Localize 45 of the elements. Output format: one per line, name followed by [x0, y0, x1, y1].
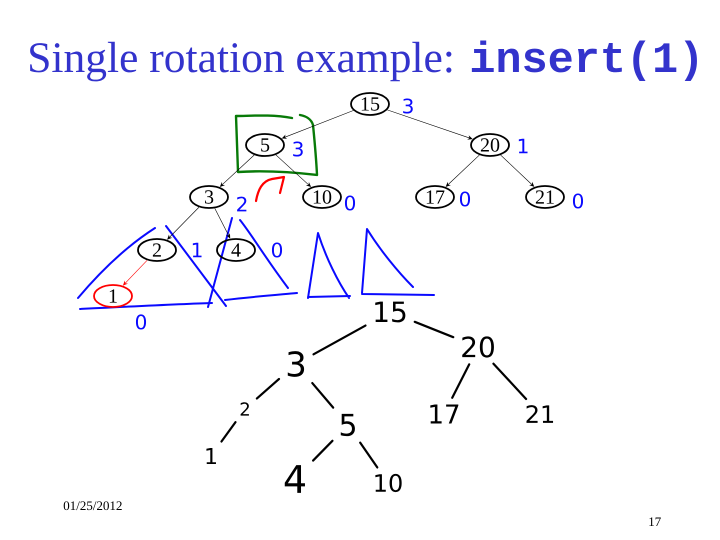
ellipse-node: 3	[189, 185, 229, 209]
node-number: 4	[284, 465, 305, 493]
arrow	[446, 154, 480, 187]
branch-line	[220, 421, 237, 443]
height-label: 2	[237, 196, 246, 212]
arrow	[500, 154, 534, 187]
branch-line	[312, 440, 334, 462]
ellipse-node: 17	[415, 185, 455, 209]
ellipse-node: 4	[216, 238, 256, 262]
height-label: 0	[344, 195, 356, 211]
node-number: 17	[430, 404, 458, 424]
branch-line	[451, 363, 470, 399]
branch-line	[312, 324, 367, 356]
node-number: 2	[240, 402, 249, 416]
node-number: 3	[288, 351, 304, 377]
node-number: 1	[206, 448, 216, 464]
node-number: 15	[375, 302, 406, 322]
slide-title: Single rotation example: insert(1)	[30, 40, 697, 82]
height-label: 0	[460, 191, 470, 207]
node-number: 5	[340, 414, 355, 436]
ellipse-node: 10	[302, 185, 342, 209]
height-label: 3	[403, 98, 413, 114]
branch-line	[414, 320, 454, 338]
height-label: 0	[272, 242, 282, 258]
branch-line	[492, 362, 528, 400]
branch-line	[256, 378, 280, 400]
branch-line	[359, 442, 378, 469]
height-label: 1	[518, 138, 528, 154]
node-number: 20	[462, 336, 494, 358]
node-number: 10	[375, 474, 402, 492]
ellipse-node: 15	[350, 92, 390, 116]
height-label: 0	[572, 193, 584, 209]
node-number: 21	[526, 405, 554, 423]
branch-line	[311, 382, 334, 409]
ellipse-node: 1	[93, 284, 133, 308]
date-label: 01/25/2012	[64, 501, 122, 510]
height-label: 3	[293, 141, 303, 157]
height-label: 1	[192, 242, 202, 258]
ellipse-node: 2	[137, 238, 177, 262]
ellipse-node: 5	[245, 133, 285, 157]
arrow	[167, 206, 200, 240]
page-number: 17	[649, 517, 661, 526]
ellipse-node: 21	[525, 185, 565, 209]
height-label: 0	[136, 314, 146, 330]
ellipse-node: 20	[470, 133, 510, 157]
